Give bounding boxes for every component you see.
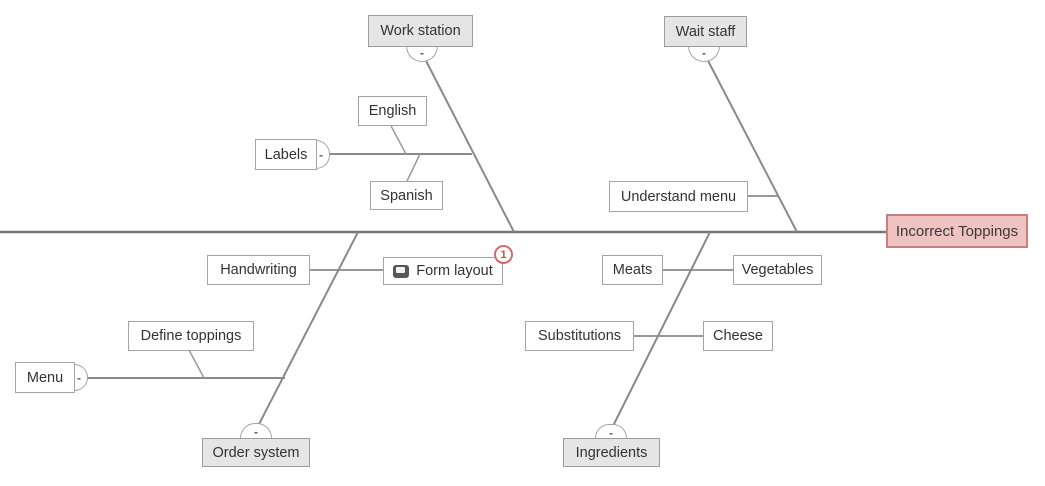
category-node-wait-staff[interactable]: Wait staff (664, 16, 747, 47)
topic-node-vegetables[interactable]: Vegetables (733, 255, 822, 285)
define-toppings-connector-line (188, 349, 205, 379)
category-node-work-station[interactable]: Work station (368, 15, 473, 47)
topic-node-substitutions[interactable]: Substitutions (525, 321, 634, 351)
effect-node-incorrect-toppings[interactable]: Incorrect Toppings (886, 214, 1028, 248)
notes-icon[interactable] (393, 264, 410, 278)
topic-node-handwriting[interactable]: Handwriting (207, 255, 310, 285)
topic-node-spanish[interactable]: Spanish (370, 181, 443, 210)
english-connector-line (390, 125, 407, 155)
category-node-order-system[interactable]: Order system (202, 438, 310, 467)
topic-node-meats[interactable]: Meats (602, 255, 663, 285)
ingredients-branch-line (610, 231, 711, 431)
wait-staff-branch-line (703, 52, 798, 233)
order-system-branch-line (255, 231, 359, 431)
spanish-connector-line (406, 153, 421, 182)
topic-node-labels[interactable]: Labels (255, 139, 317, 170)
topic-node-english[interactable]: English (358, 96, 427, 126)
topic-node-define-toppings[interactable]: Define toppings (128, 321, 254, 351)
work-station-branch-line (421, 52, 515, 233)
topic-node-understand-menu[interactable]: Understand menu (609, 181, 748, 212)
priority-1-badge: 1 (494, 245, 513, 264)
topic-node-cheese[interactable]: Cheese (703, 321, 773, 351)
topic-node-menu[interactable]: Menu (15, 362, 75, 393)
topic-node-form-layout-label: Form layout (416, 263, 493, 279)
topic-node-form-layout[interactable]: Form layout (383, 257, 503, 285)
category-node-ingredients[interactable]: Ingredients (563, 438, 660, 467)
